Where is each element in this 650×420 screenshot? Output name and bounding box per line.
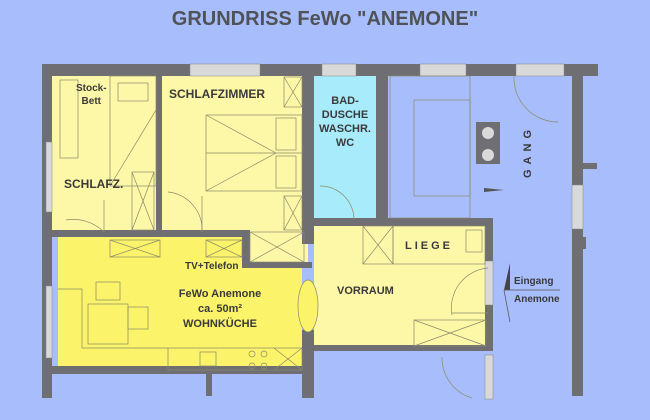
bedroom-label: SCHLAFZIMMER — [169, 87, 265, 101]
kids-bedroom-label: SCHLAFZ. — [64, 177, 124, 191]
entrance-arrow-icon — [504, 263, 510, 290]
daybed-label: LIEGE — [405, 240, 454, 252]
bathroom-label-line1: BAD- — [331, 95, 359, 107]
entrance-label-line2: Anemone — [514, 294, 560, 305]
apartment-area: ca. 50m² — [197, 303, 243, 315]
entrance-label: Eingang Anemone — [514, 273, 560, 309]
page-title: GRUNDRISS FeWo "ANEMONE" — [171, 8, 479, 30]
corridor-label: GANG — [522, 125, 534, 178]
bathroom-label: BAD- DUSCHE WASCHR. WC — [316, 94, 374, 150]
windows — [45, 63, 584, 400]
bunk-bed-label-line1: Stock- — [76, 83, 107, 94]
entrance-label-line1: Eingang — [514, 276, 554, 287]
room-hall — [314, 226, 487, 348]
bathroom-label-line3: WASCHR. — [319, 123, 371, 135]
tv-phone-label: TV+Telefon — [185, 261, 239, 272]
furniture — [58, 75, 559, 399]
apartment-info-label: FeWo Anemone ca. 50m² WOHNKÜCHE — [160, 287, 280, 332]
apartment-name: FeWo Anemone — [178, 288, 262, 300]
bathroom-label-line4: WC — [335, 137, 355, 149]
bunk-bed-label-line2: Bett — [81, 96, 101, 107]
hall-label: VORRAUM — [337, 285, 394, 297]
room-bedroom — [159, 76, 302, 234]
bathroom-label-line2: DUSCHE — [321, 109, 369, 121]
room-bathroom — [314, 76, 376, 223]
kitchen-living-label: WOHNKÜCHE — [183, 318, 257, 330]
bunk-bed-label: Stock- Bett — [76, 82, 107, 108]
